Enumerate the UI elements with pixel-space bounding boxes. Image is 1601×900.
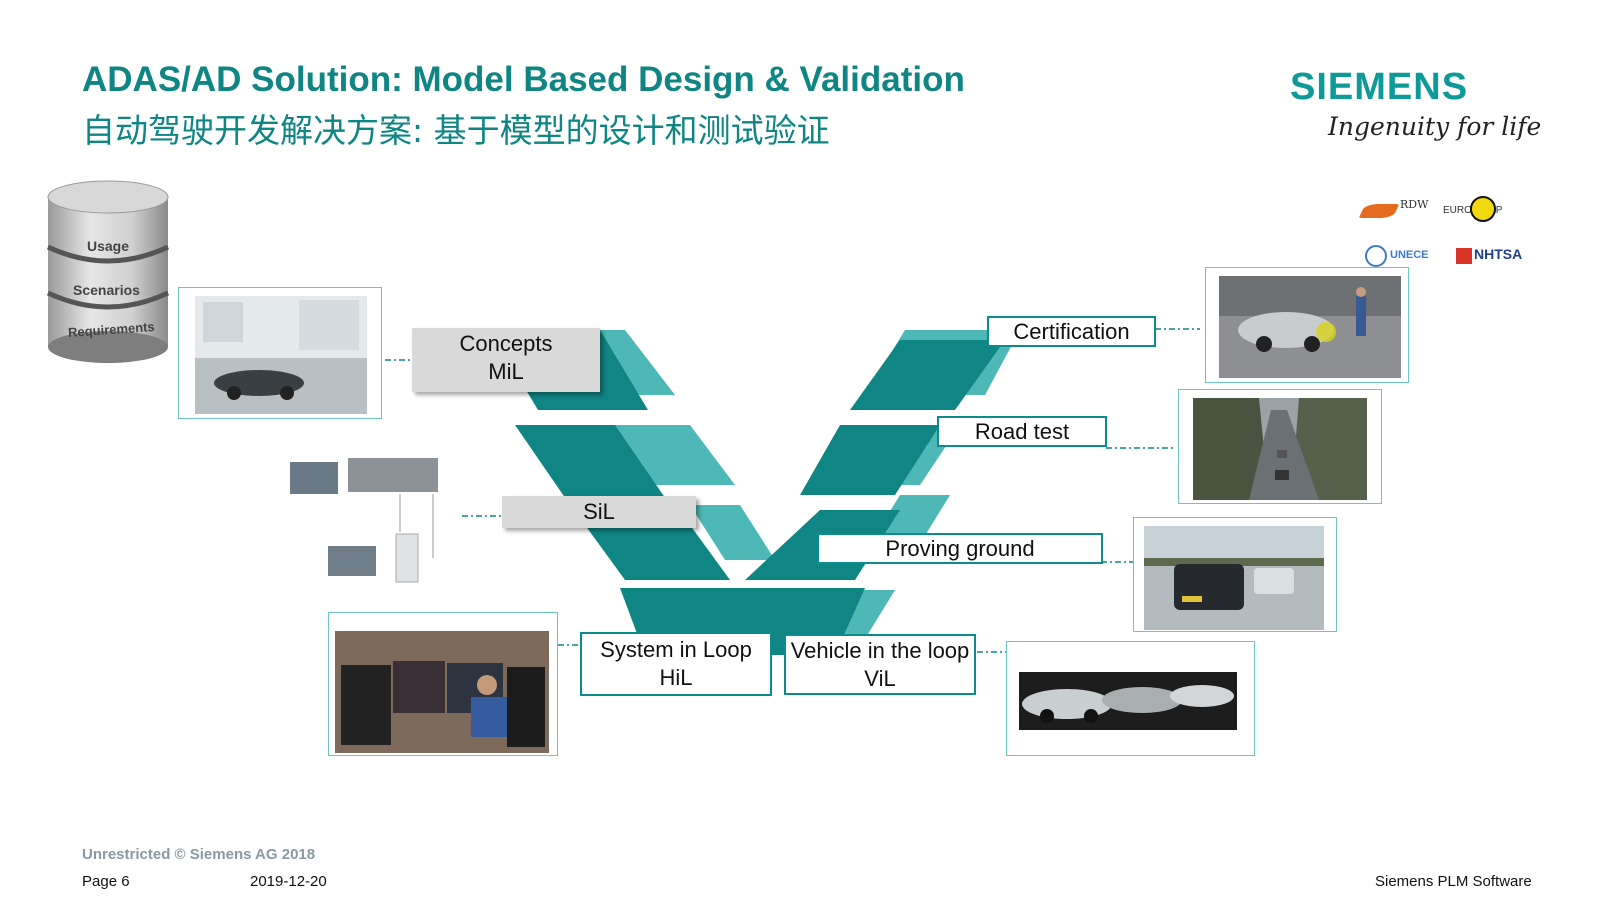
certification-test-image [1205,267,1409,383]
siemens-logo: SIEMENS [1290,66,1469,108]
page-number: Page 6 [82,873,130,890]
stage-label: Vehicle in the loop [790,638,970,663]
stage-concepts-mil: Concepts MiL [412,328,600,392]
stage-label: SiL [583,499,615,524]
stage-label: Proving ground [885,536,1035,561]
footer-company: Siemens PLM Software [1375,873,1532,890]
stage-sublabel: ViL [864,666,896,691]
unece-label: UNECE [1390,249,1429,261]
database-layer-scenarios: Scenarios [73,282,140,298]
stage-label: System in Loop [600,637,752,662]
road-test-image [1178,389,1382,504]
page-title: ADAS/AD Solution: Model Based Design & V… [82,60,965,99]
stage-system-in-loop-hil: System in Loop HiL [580,632,772,696]
stage-label: Road test [974,419,1070,444]
hil-simulator-image [328,612,558,756]
stage-sublabel: MiL [488,359,524,384]
classification-label: Unrestricted © Siemens AG 2018 [82,846,316,863]
database-icon [46,180,170,363]
stage-road-test: Road test [937,416,1107,447]
footer-date: 2019-12-20 [250,873,327,890]
simulation-scene-image [178,287,382,419]
stage-proving-ground: Proving ground [817,533,1103,564]
proving-ground-image [1133,517,1337,632]
unece-logo-icon [1365,245,1387,267]
stage-certification: Certification [987,316,1156,347]
stage-sublabel: HiL [659,665,693,690]
sil-architecture-image [288,450,443,595]
nhtsa-label: NHTSA [1474,246,1523,262]
nhtsa-logo-icon [1456,248,1472,264]
stage-vehicle-in-loop-vil: Vehicle in the loop ViL [784,634,976,695]
database-layer-usage: Usage [87,238,130,254]
stage-sil: SiL [502,496,696,528]
stage-label: Concepts [459,331,553,356]
brand-tagline: Ingenuity for life [1328,112,1542,141]
rdw-label: RDW [1400,198,1429,211]
stage-label: Certification [1013,319,1130,344]
page-subtitle: 自动驾驶开发解决方案: 基于模型的设计和测试验证 [82,111,830,150]
euroncap-logo-icon [1470,196,1496,222]
vehicle-in-loop-image [1006,641,1255,756]
